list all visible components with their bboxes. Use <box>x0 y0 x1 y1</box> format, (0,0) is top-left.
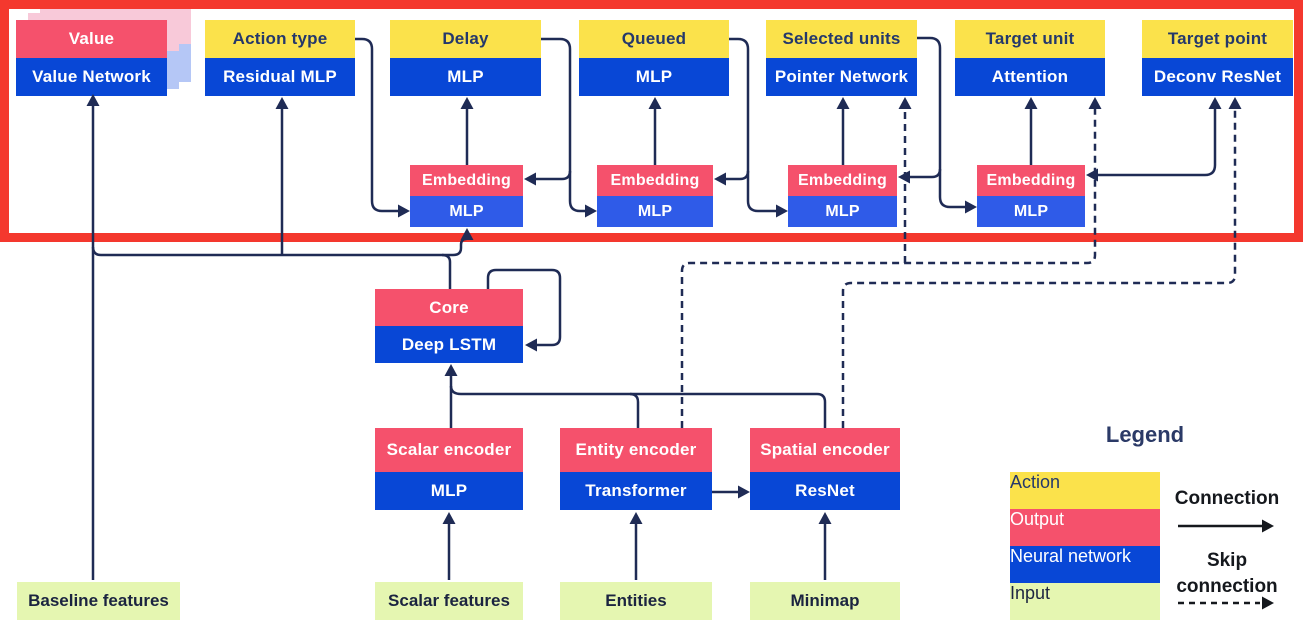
legend-skip-arrowhead <box>1262 596 1274 610</box>
conn-encoder-bus <box>449 385 827 428</box>
arrow-resnet-bottom-in <box>818 512 832 524</box>
input-minimap: Minimap <box>750 582 900 620</box>
arrow-lstm <box>444 364 458 376</box>
legend-connection-label: Connection <box>1174 488 1280 509</box>
legend-skip-label-line1: Skip <box>1206 550 1248 571</box>
legend-output-swatch: Output <box>1010 509 1160 546</box>
target-unit-block: Target unit Attention <box>955 20 1105 96</box>
legend-action-swatch: Action <box>1010 472 1160 509</box>
entity-encoder-block: Entity encoder Transformer <box>560 428 712 510</box>
conn-entity-to-bus <box>629 392 640 428</box>
target-point-block: Target point Deconv ResNet <box>1142 20 1293 96</box>
legend-skip-label-line2: connection <box>1176 576 1278 597</box>
selected-units-block: Selected units Pointer Network <box>766 20 917 96</box>
arrow-transformer-in <box>629 512 643 524</box>
legend-swatches: Action Output Neural network Input <box>1010 472 1160 620</box>
embedding-block-1: Embedding MLP <box>410 165 523 227</box>
legend-neural-network-swatch: Neural network <box>1010 546 1160 583</box>
conn-core-output-bus <box>91 246 452 289</box>
arrow-core-loop <box>525 338 537 352</box>
input-entities: Entities <box>560 582 712 620</box>
input-baseline-features: Baseline features <box>17 582 180 620</box>
value-block: Value Value Network <box>16 20 167 96</box>
highlight-frame <box>0 0 1303 242</box>
value-output-label: Value <box>16 20 167 58</box>
core-block: Core Deep LSTM <box>375 289 523 363</box>
scalar-encoder-block: Scalar encoder MLP <box>375 428 523 510</box>
legend-input-swatch: Input <box>1010 583 1160 620</box>
action-type-block: Action type Residual MLP <box>205 20 355 96</box>
input-scalar-features: Scalar features <box>375 582 523 620</box>
arrow-resnet-in <box>738 485 750 499</box>
arrow-scalar-mlp-in <box>442 512 456 524</box>
legend-connection-arrowhead <box>1262 519 1274 533</box>
queued-block: Queued MLP <box>579 20 729 96</box>
delay-block: Delay MLP <box>390 20 541 96</box>
legend-title: Legend <box>1105 422 1185 447</box>
spatial-encoder-block: Spatial encoder ResNet <box>750 428 900 510</box>
value-network-label: Value Network <box>16 58 167 96</box>
